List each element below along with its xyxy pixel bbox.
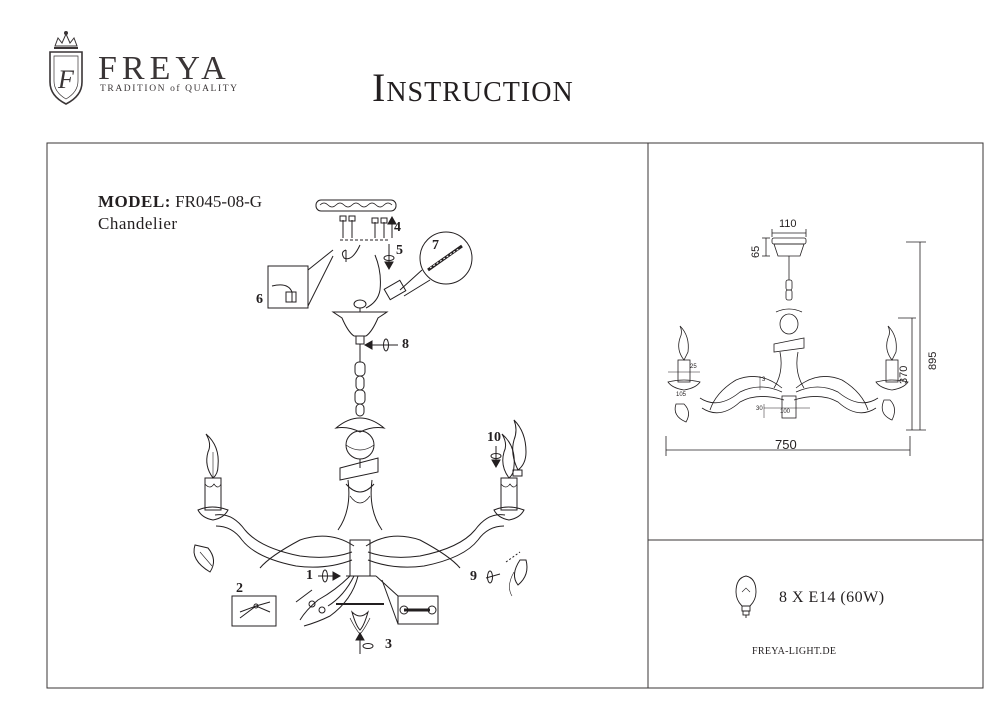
crown-icon: [54, 31, 78, 49]
shield-icon: [49, 51, 83, 105]
dim-canopy-width: 110: [779, 218, 797, 230]
dim-small-3: 3: [762, 377, 766, 383]
model-code: FR045-08-G: [175, 192, 263, 211]
canopy: [331, 299, 389, 345]
bottom-wires: [295, 575, 359, 627]
rotate-icon: [490, 446, 502, 469]
step-number-7: 7: [432, 238, 439, 253]
wrench-icon: [375, 575, 439, 625]
step-number-1: 1: [306, 568, 313, 583]
pliers-icon: [231, 595, 277, 627]
website: FREYA-LIGHT.DE: [752, 646, 837, 657]
terminal-block: [383, 279, 407, 301]
step-number-9: 9: [470, 569, 477, 584]
logo-letter: F: [57, 65, 75, 94]
model-prefix: MODEL:: [98, 192, 171, 211]
candle-left: [197, 433, 229, 521]
step-number-3: 3: [385, 637, 392, 652]
step-number-4: 4: [394, 220, 401, 235]
brand-name: FREYA: [98, 50, 231, 87]
rotate-icon: [383, 244, 395, 271]
dim-small-100: 100: [780, 409, 791, 415]
decor-leaves: [193, 544, 528, 597]
dimension-drawing: [665, 229, 926, 456]
step-number-2: 2: [236, 581, 243, 596]
dim-body-height: 370: [898, 365, 910, 384]
bulb-icon: [735, 575, 757, 618]
chandelier-body: [334, 417, 386, 577]
bulb-spec: 8 X E14 (60W): [779, 589, 885, 606]
panel-frames: [46, 142, 984, 689]
step-number-5: 5: [396, 243, 403, 258]
dim-small-30: 30: [756, 406, 763, 412]
dim-width: 750: [775, 437, 797, 452]
step-number-8: 8: [402, 337, 409, 352]
brand-tagline: TRADITION of QUALITY: [100, 84, 239, 94]
dim-small-25: 25: [690, 364, 697, 370]
ceiling-plate: [315, 199, 397, 212]
model-label: MODEL: FR045-08-G: [98, 192, 262, 212]
wire: [365, 254, 381, 309]
chandelier-arms: [214, 514, 506, 569]
bulb-icon: [512, 419, 527, 477]
dim-total-height: 895: [927, 351, 939, 370]
ceiling-hook: [341, 244, 361, 262]
rotate-icon: [485, 551, 521, 584]
rotate-icon: [318, 569, 342, 583]
candle-right: [493, 433, 525, 521]
dim-canopy-height: 65: [750, 245, 762, 258]
page-title: Instruction: [372, 65, 574, 110]
rotate-icon: [363, 338, 398, 352]
step-number-6: 6: [256, 292, 263, 307]
product-type: Chandelier: [98, 214, 178, 233]
rotate-icon: [355, 631, 374, 654]
chain: [354, 344, 366, 417]
step-number-10: 10: [487, 430, 501, 445]
detail-callout-6: [267, 249, 334, 309]
bottom-finial: [336, 603, 384, 635]
mounting-screws: [339, 215, 390, 241]
dim-small-105: 105: [676, 392, 687, 398]
arrow-icon: [387, 215, 397, 238]
